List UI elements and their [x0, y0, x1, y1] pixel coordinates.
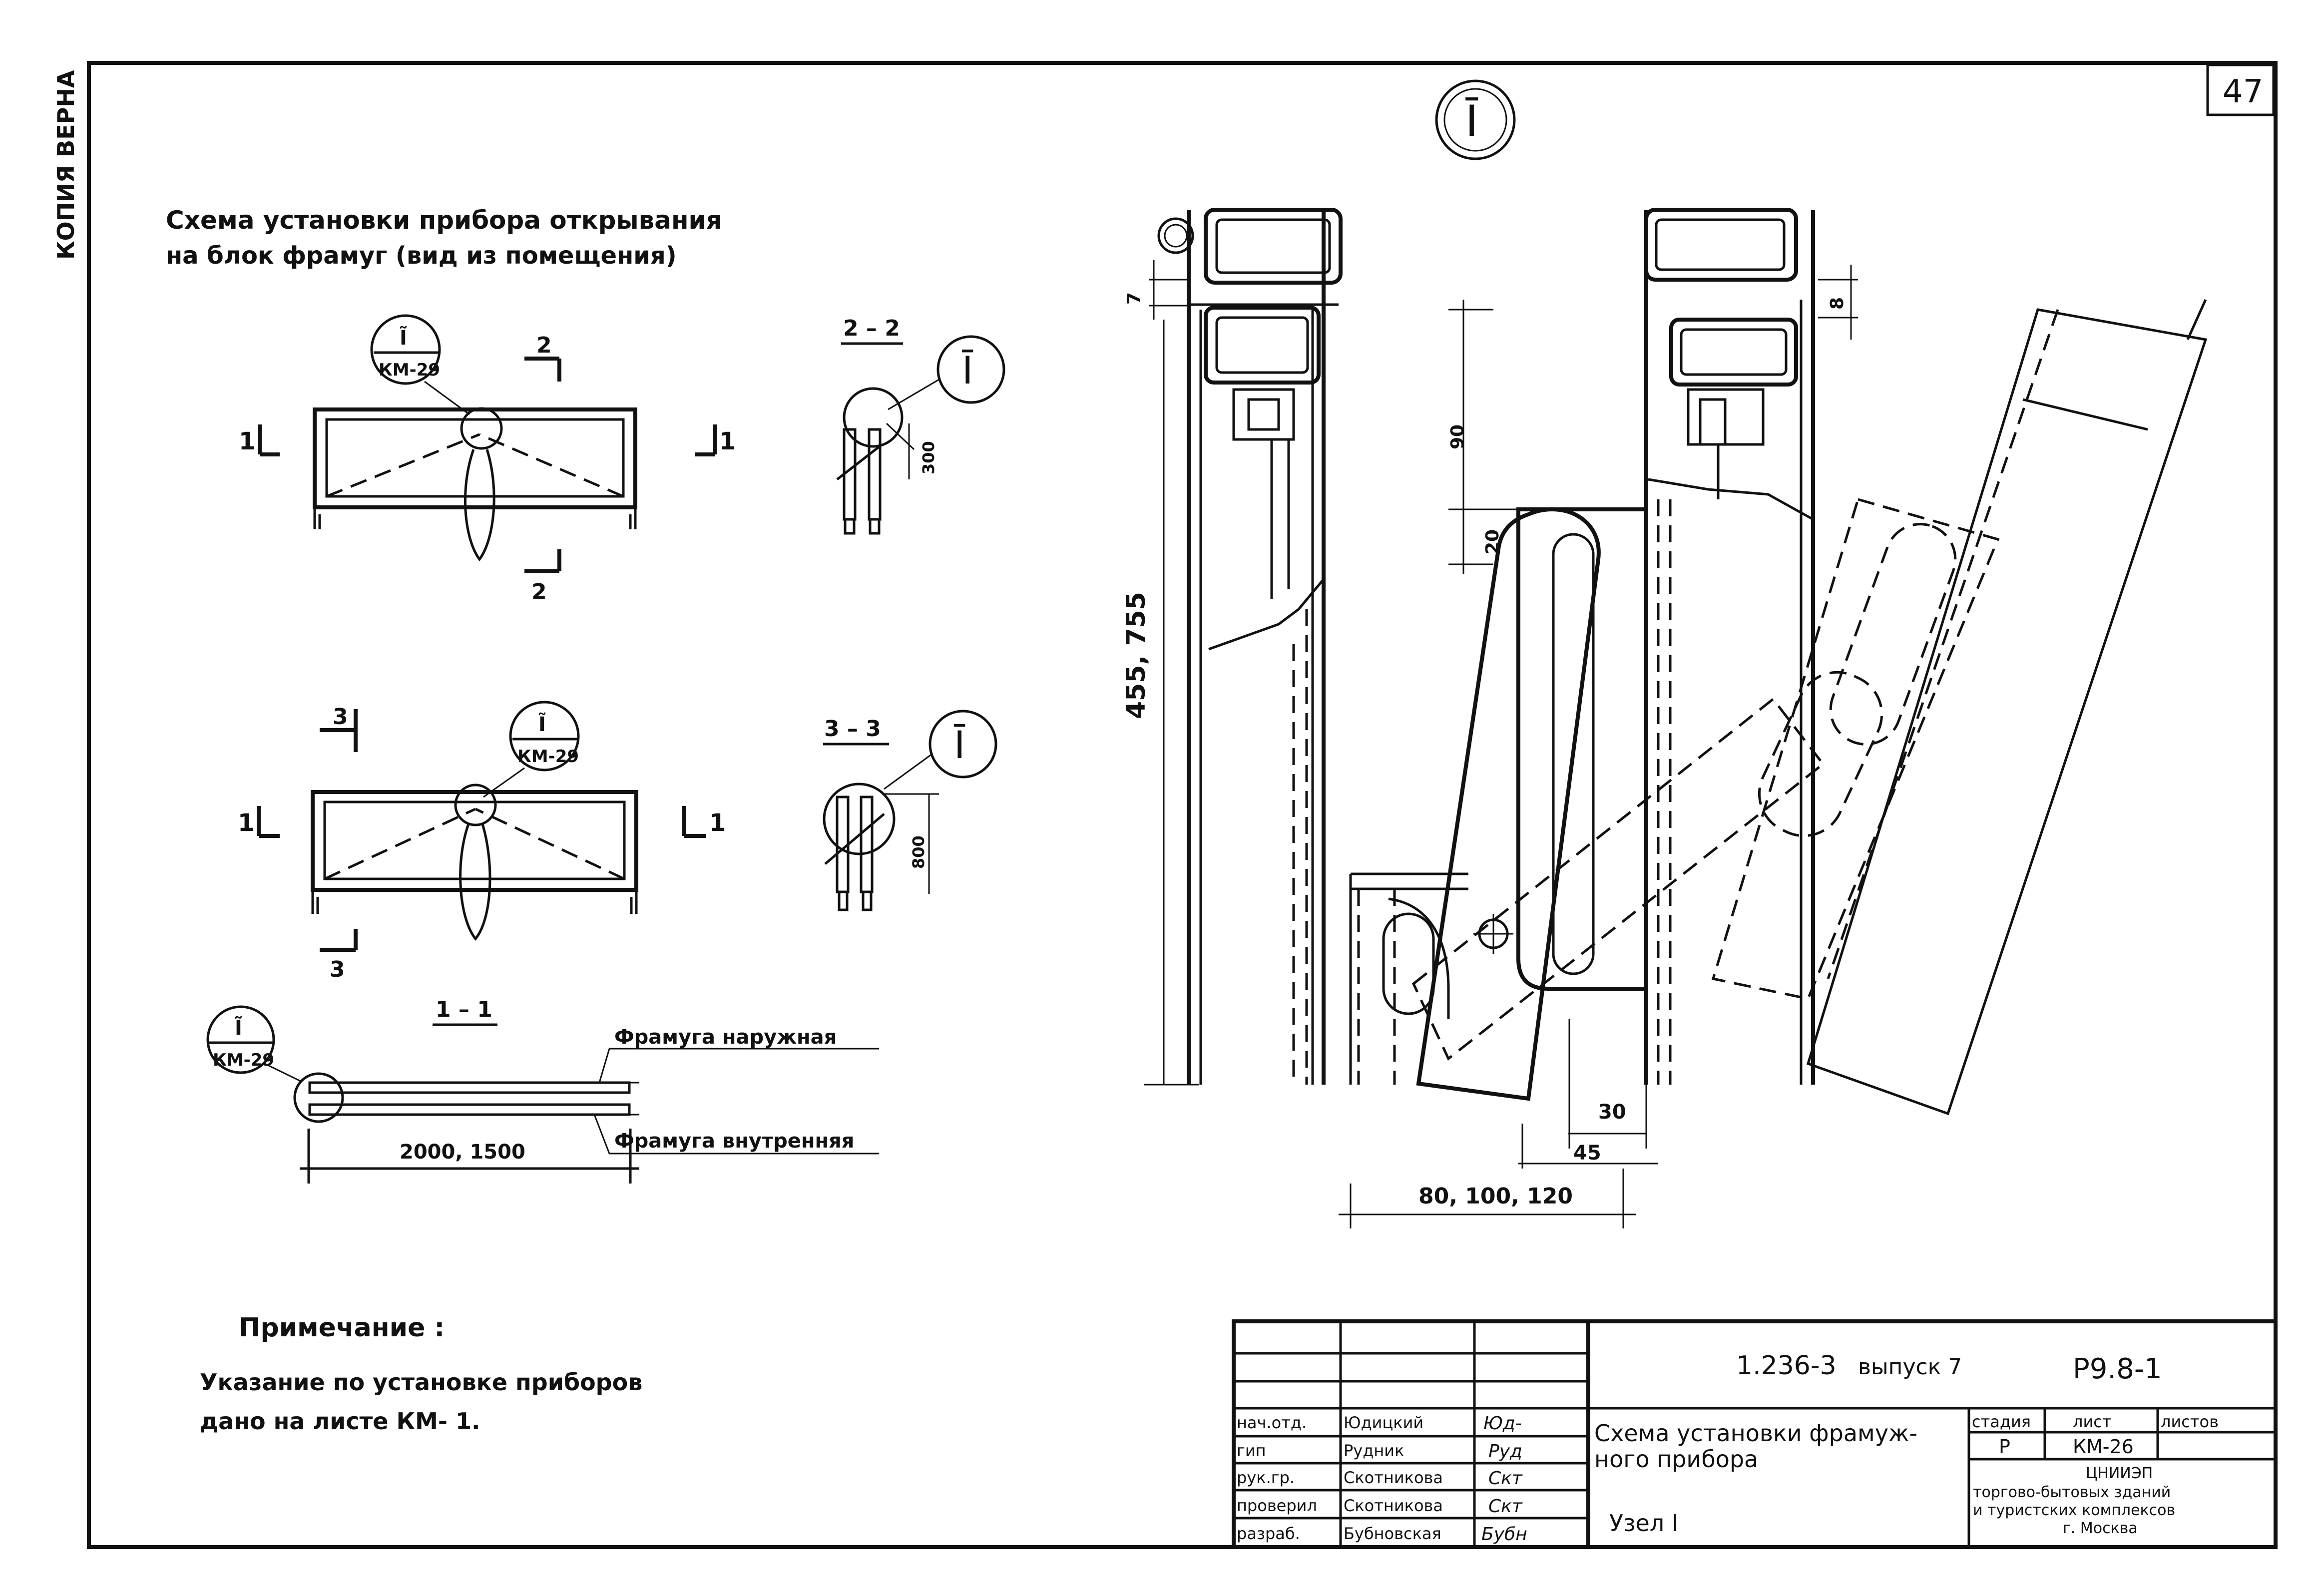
node-callout-1-1: Ĩ КМ-29	[206, 1005, 302, 1083]
role-4: проверил	[1237, 1496, 1317, 1515]
node-callout-2-2: Ī	[888, 335, 1005, 410]
stage-value: Р	[1999, 1436, 2010, 1458]
svg-text:Ī: Ī	[1465, 96, 1478, 146]
svg-text:1: 1	[239, 427, 255, 455]
org-line1: ЦНИИЭП	[2086, 1465, 2153, 1482]
dim-800: 800	[909, 835, 928, 869]
section-mark-1-left-top: 1	[239, 424, 280, 456]
name-2: Рудник	[1344, 1441, 1404, 1460]
section-mark-1-left-bottom: 1	[238, 806, 280, 838]
sheet-value: КМ-26	[2073, 1436, 2134, 1458]
section-2-2-label: 2 – 2	[843, 316, 900, 341]
dim-90: 90	[1447, 424, 1468, 449]
title-block: 1.236-3 выпуск 7 Р9.8-1 Схема установки …	[1232, 1319, 2278, 1549]
role-5: разраб.	[1237, 1524, 1300, 1543]
margin-stamp: КОПИЯ ВЕРНА	[52, 70, 79, 260]
scheme-title-line2: на блок фрамуг (вид из помещения)	[166, 242, 677, 270]
svg-text:Ĩ: Ĩ	[400, 326, 407, 350]
svg-text:2: 2	[531, 579, 547, 605]
doc-number: Р9.8-1	[2073, 1353, 2162, 1385]
svg-text:КМ-29: КМ-29	[379, 360, 440, 380]
frame-block-view-bottom	[311, 784, 638, 941]
doc-subtitle: Узел I	[1609, 1510, 1678, 1537]
frame-outer-label: Фрамуга наружная	[614, 1026, 837, 1049]
svg-text:КМ-29: КМ-29	[213, 1050, 274, 1070]
sheet-number: 47	[2223, 73, 2263, 110]
dim-45: 45	[1573, 1142, 1601, 1165]
dim-7: 7	[1124, 292, 1144, 305]
note-title: Примечание :	[239, 1313, 445, 1343]
svg-text:Ī: Ī	[954, 723, 965, 767]
sheet-border	[87, 61, 2278, 1549]
section-2-2: 2 – 2 300	[836, 316, 938, 535]
name-1: Юдицкий	[1344, 1413, 1423, 1432]
section-mark-1-right-top: 1	[695, 424, 736, 456]
frame-inner-label: Фрамуга внутренняя	[614, 1130, 855, 1153]
svg-text:3: 3	[333, 704, 348, 730]
section-mark-2-bottom: 2	[524, 549, 561, 605]
org-line3: и туристских комплексов	[1973, 1502, 2175, 1519]
org-line4: г. Москва	[2063, 1520, 2138, 1537]
dim-300: 300	[919, 441, 938, 474]
dim-30: 30	[1598, 1101, 1626, 1124]
dim-8: 8	[1827, 297, 1848, 310]
note-line1: Указание по установке приборов	[200, 1369, 642, 1396]
section-1-1: 1 – 1 2000, 1500 Фрамуга наружная Фрамуг…	[293, 997, 879, 1184]
frame-block-view-top	[313, 407, 637, 562]
svg-text:Ĩ: Ĩ	[235, 1016, 242, 1040]
doc-code: 1.236-3	[1736, 1351, 1837, 1381]
scheme-title-line1: Схема установки прибора открывания	[166, 206, 722, 235]
node-detail-drawing: 7 8 90 20 455, 755 30 45 80, 100, 120	[1121, 208, 2208, 1228]
node-callout-top: Ĩ КМ-29	[370, 314, 470, 415]
svg-text:Ĩ: Ĩ	[538, 712, 546, 736]
note-line2: дано на листе КМ- 1.	[200, 1408, 480, 1435]
svg-text:1: 1	[719, 427, 736, 455]
section-3-3: 3 – 3 800	[823, 716, 939, 911]
svg-text:1: 1	[238, 809, 254, 837]
section-3-3-label: 3 – 3	[824, 716, 881, 742]
name-4: Скотникова	[1344, 1496, 1443, 1515]
stage-label: стадия	[1972, 1412, 2031, 1431]
sign-3: Скт	[1488, 1468, 1523, 1489]
node-callout-bottom: Ĩ КМ-29	[483, 701, 580, 798]
svg-text:2: 2	[536, 333, 552, 358]
dim-80-100-120: 80, 100, 120	[1418, 1184, 1573, 1209]
section-mark-3-bottom: 3	[320, 929, 358, 982]
dim-2000-1500: 2000, 1500	[400, 1141, 525, 1164]
org-line2: торгово-бытовых зданий	[1973, 1484, 2171, 1501]
role-1: нач.отд.	[1237, 1413, 1307, 1432]
role-2: гип	[1237, 1441, 1266, 1460]
sign-2: Руд	[1488, 1441, 1522, 1462]
doc-issue: выпуск 7	[1858, 1354, 1962, 1380]
node-marker-i: Ī	[1435, 79, 1516, 160]
section-mark-3-top: 3	[320, 704, 358, 752]
dim-455-755: 455, 755	[1121, 592, 1151, 719]
sheets-label: листов	[2161, 1412, 2219, 1431]
doc-title-line2: ного прибора	[1594, 1446, 1758, 1473]
section-1-1-label: 1 – 1	[436, 997, 492, 1022]
sheet-number-box: 47	[2206, 63, 2275, 116]
section-mark-1-right-bottom: 1	[682, 806, 726, 838]
svg-text:1: 1	[709, 809, 726, 837]
sign-4: Скт	[1488, 1496, 1523, 1517]
svg-text:Ī: Ī	[962, 348, 973, 393]
svg-text:3: 3	[330, 957, 345, 982]
dim-20: 20	[1482, 529, 1503, 554]
doc-title-line1: Схема установки фрамуж-	[1594, 1420, 1917, 1447]
sign-1: Юд-	[1483, 1413, 1522, 1434]
svg-text:КМ-29: КМ-29	[517, 747, 579, 767]
name-5: Бубновская	[1344, 1524, 1441, 1543]
sign-5: Бубн	[1481, 1524, 1527, 1545]
sheet-label: лист	[2073, 1412, 2111, 1431]
name-3: Скотникова	[1344, 1468, 1443, 1487]
role-3: рук.гр.	[1237, 1468, 1295, 1487]
node-callout-3-3: Ī	[884, 710, 997, 790]
section-mark-2-top: 2	[524, 333, 561, 382]
